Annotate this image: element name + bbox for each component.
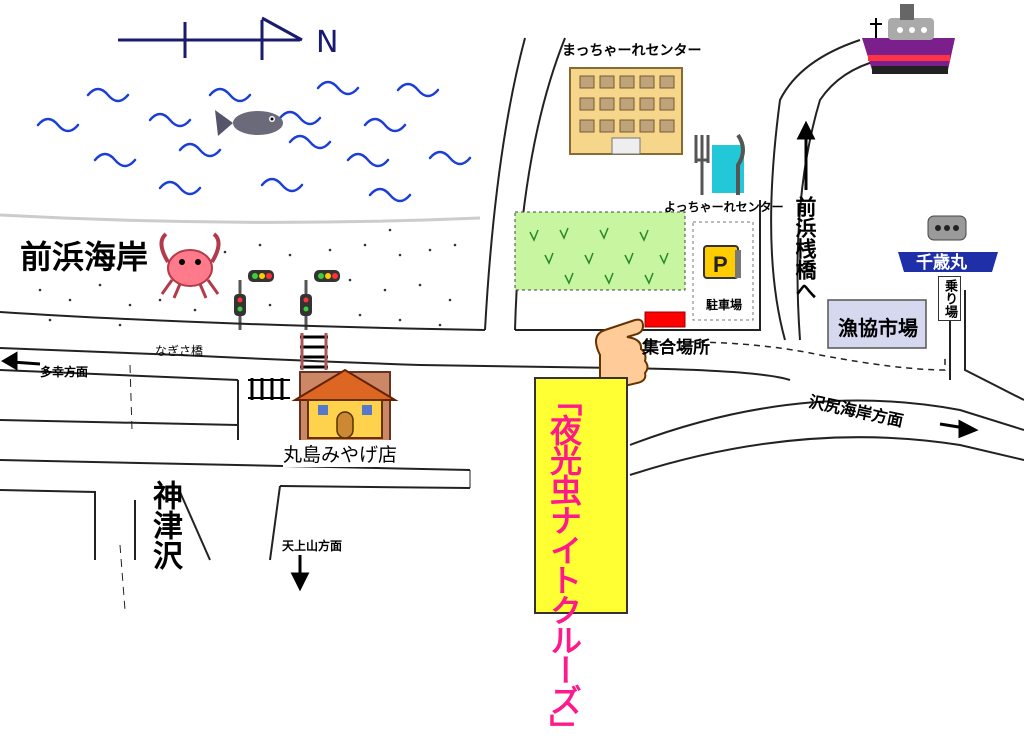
north-label: N (316, 25, 338, 60)
coast-label: 前浜海岸 (20, 238, 149, 276)
parking-icon (703, 245, 741, 279)
amagiyama-direction-label: 天上山方面 (282, 539, 343, 553)
meeting-place-label: 集合場所 (642, 338, 710, 358)
chitose-maru-label: 千歳丸 (916, 253, 967, 273)
night-cruise-banner (534, 377, 628, 614)
crab-icon (159, 232, 221, 299)
sand-dots (38, 228, 457, 327)
map-canvas: N (0, 4, 1024, 614)
traffic-light-icon (234, 270, 340, 330)
kouzusawa-label: 神津沢 (147, 480, 182, 570)
beach-shoreline (0, 213, 481, 224)
takou-direction-label: 多幸方面 (40, 365, 89, 379)
parking-sign-text: P (713, 252, 728, 277)
sea-waves (36, 80, 472, 203)
parking-label: 駐車場 (706, 298, 743, 312)
parking-lot (692, 221, 754, 321)
fish-icon (215, 110, 283, 136)
boarding-label: 乗り場 (938, 276, 961, 321)
grass-field (514, 211, 686, 291)
chitose-ship-icon (898, 215, 998, 272)
meeting-marker (644, 311, 686, 328)
nagisa-bridge-rails (248, 333, 328, 400)
ferry-ship-icon (862, 4, 955, 74)
restaurant-icon (694, 133, 745, 195)
shop-house-icon (291, 368, 399, 443)
yotcha-center-label: よっちゃーれセンター (664, 200, 784, 214)
building-icon (569, 67, 683, 155)
maehama-pier-label: 前浜桟橋へ (793, 196, 817, 301)
night-cruise-title: 「夜光虫ナイトクルーズ」 (545, 384, 583, 744)
arrow-icon (1, 120, 979, 592)
fish-market-label: 漁協市場 (838, 316, 918, 340)
nagisa-bridge-label: なぎさ橋 (155, 344, 204, 358)
north-compass (118, 16, 303, 60)
matcha-center-label: まっちゃーれセンター (562, 43, 702, 59)
pointing-hand-icon (595, 318, 649, 391)
fish-market-box (827, 299, 927, 349)
mashimaru-shop-label: 丸島みやげ店 (283, 440, 398, 467)
walking-route (654, 341, 946, 371)
